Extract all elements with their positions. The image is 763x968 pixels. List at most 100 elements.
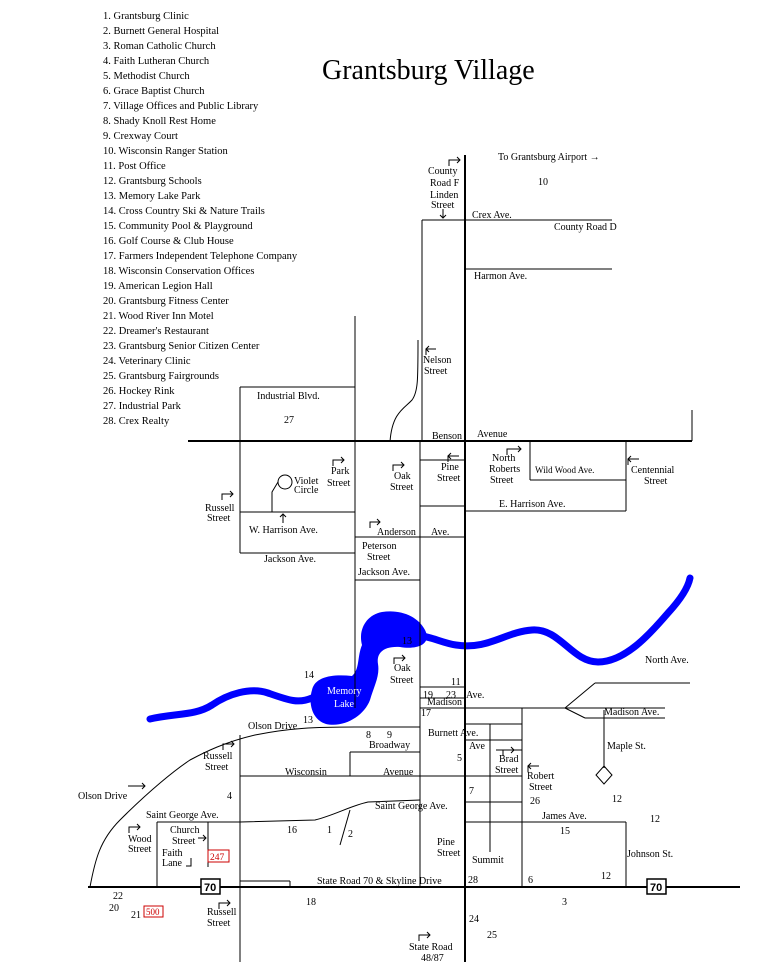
arrow-up-icon xyxy=(279,513,287,523)
location-marker: 16 xyxy=(287,825,297,836)
shield-number: 247 xyxy=(210,853,225,863)
memory-lake-label: Memory xyxy=(327,686,361,697)
location-marker: 5 xyxy=(457,753,462,764)
jackson-ave-label: Jackson Ave. xyxy=(264,554,316,565)
location-marker: 22 xyxy=(113,891,123,902)
centennial-label: Street xyxy=(644,476,668,487)
location-marker: 4 xyxy=(227,791,232,802)
russell-street-label: Street xyxy=(207,918,231,929)
arrow-right-icon xyxy=(221,490,234,500)
north-ave-label: North Ave. xyxy=(645,655,689,666)
madison-ave-label: Madison Ave. xyxy=(604,707,659,718)
saint-george-label: Saint George Ave. xyxy=(375,801,448,812)
map-title: Grantsburg Village xyxy=(322,55,535,86)
location-marker: 18 xyxy=(306,897,316,908)
oak-street-label: Street xyxy=(390,482,414,493)
legend-item: 24. Veterinary Clinic xyxy=(103,356,191,367)
street-labels: To Grantsburg Airport → County Road F Li… xyxy=(78,152,689,964)
madison-label: Madison xyxy=(427,697,462,708)
johnson-st-label: Johnson St. xyxy=(627,849,673,860)
madison-ave-short-label: Ave. xyxy=(466,690,484,701)
location-marker: 21 xyxy=(131,910,141,921)
location-markers: 10 27 13 14 13 11 19 23 17 8 9 5 7 26 12… xyxy=(109,177,660,941)
legend-item: 8. Shady Knoll Rest Home xyxy=(103,116,216,127)
benson-avenue-label: Avenue xyxy=(477,429,508,440)
state-road-70-label: State Road 70 & Skyline Drive xyxy=(317,876,442,887)
legend-item: 21. Wood River Inn Motel xyxy=(103,311,214,322)
county-road-247-shield: 247 xyxy=(207,849,230,863)
arrow-right-icon xyxy=(418,931,431,941)
legend-item: 11. Post Office xyxy=(103,161,166,172)
industrial-blvd-label: Industrial Blvd. xyxy=(257,391,320,402)
benson-label: Benson xyxy=(432,431,462,442)
wisconsin-avenue-label: Avenue xyxy=(383,767,414,778)
anderson-ave-label: Ave. xyxy=(431,527,449,538)
russell-street-label: Russell xyxy=(203,751,233,762)
saint-george-label: Saint George Ave. xyxy=(146,810,219,821)
north-roberts-label: North xyxy=(492,453,515,464)
highway-70-shield-right: 70 xyxy=(646,878,667,895)
wood-street-label: Wood xyxy=(128,834,152,845)
russell-street-label: Street xyxy=(205,762,229,773)
church-street-label: Street xyxy=(172,836,196,847)
location-marker: 9 xyxy=(387,730,392,741)
legend-item: 19. American Legion Hall xyxy=(103,281,213,292)
airport-label: To Grantsburg Airport → xyxy=(498,152,600,163)
arrow-right-icon xyxy=(506,445,522,455)
peterson-street-label: Street xyxy=(367,552,391,563)
memory-lake-label: Lake xyxy=(334,699,355,710)
legend-item: 17. Farmers Independent Telephone Compan… xyxy=(103,251,298,262)
nelson-street-label: Nelson xyxy=(423,355,451,366)
arrow-right-icon xyxy=(128,823,141,833)
county-road-f-label: Linden xyxy=(430,190,458,201)
arrow-left-icon xyxy=(627,455,639,465)
county-road-f-label: Road F xyxy=(430,178,460,189)
legend-item: 9. Crexway Court xyxy=(103,131,178,142)
wood-street-label: Street xyxy=(128,844,152,855)
brad-street-label: Street xyxy=(495,765,519,776)
russell-street-label: Street xyxy=(207,513,231,524)
location-marker: 13 xyxy=(303,715,313,726)
harmon-ave-label: Harmon Ave. xyxy=(474,271,527,282)
location-marker: 2 xyxy=(348,829,353,840)
pine-street-label: Pine xyxy=(437,837,455,848)
olson-drive-label: Olson Drive xyxy=(248,721,298,732)
burnett-ave-label: Burnett Ave. xyxy=(428,728,478,739)
brad-street-label: Brad xyxy=(499,754,518,765)
w-harrison-label: W. Harrison Ave. xyxy=(249,525,318,536)
arrow-right-icon xyxy=(218,899,231,909)
legend-item: 13. Memory Lake Park xyxy=(103,191,201,202)
centennial-label: Centennial xyxy=(631,465,675,476)
faith-lane-label: Lane xyxy=(162,858,183,869)
legend-list: 1. Grantsburg Clinic 2. Burnett General … xyxy=(103,9,297,429)
legend-item: 23. Grantsburg Senior Citizen Center xyxy=(103,341,260,352)
james-ave-label: James Ave. xyxy=(542,811,587,822)
peterson-street-label: Peterson xyxy=(362,541,396,552)
arrow-right-icon xyxy=(393,654,406,664)
pine-street-label: Street xyxy=(437,848,461,859)
state-road-48-87-label: State Road xyxy=(409,942,453,953)
pine-street-label: Street xyxy=(437,473,461,484)
location-marker: 3 xyxy=(562,897,567,908)
memory-lake xyxy=(310,611,427,725)
location-marker: 11 xyxy=(451,677,461,688)
pine-street-label: Pine xyxy=(441,462,459,473)
robert-street-label: Robert xyxy=(527,771,554,782)
shield-number: 70 xyxy=(650,882,662,894)
legend-item: 4. Faith Lutheran Church xyxy=(103,56,210,67)
arrow-right-icon xyxy=(448,156,461,166)
arrow-right-icon xyxy=(392,461,405,471)
location-marker: 26 xyxy=(530,796,540,807)
legend-item: 26. Hockey Rink xyxy=(103,386,175,397)
legend-item: 5. Methodist Church xyxy=(103,71,190,82)
arrow-right-icon xyxy=(502,746,515,756)
legend-item: 20. Grantsburg Fitness Center xyxy=(103,296,229,307)
jackson-ave-label: Jackson Ave. xyxy=(358,567,410,578)
arrow-right-icon xyxy=(198,834,207,842)
location-marker: 14 xyxy=(304,670,314,681)
arrow-left-icon xyxy=(425,345,436,355)
legend-item: 6. Grace Baptist Church xyxy=(103,86,205,97)
legend-item: 22. Dreamer's Restaurant xyxy=(103,326,209,337)
